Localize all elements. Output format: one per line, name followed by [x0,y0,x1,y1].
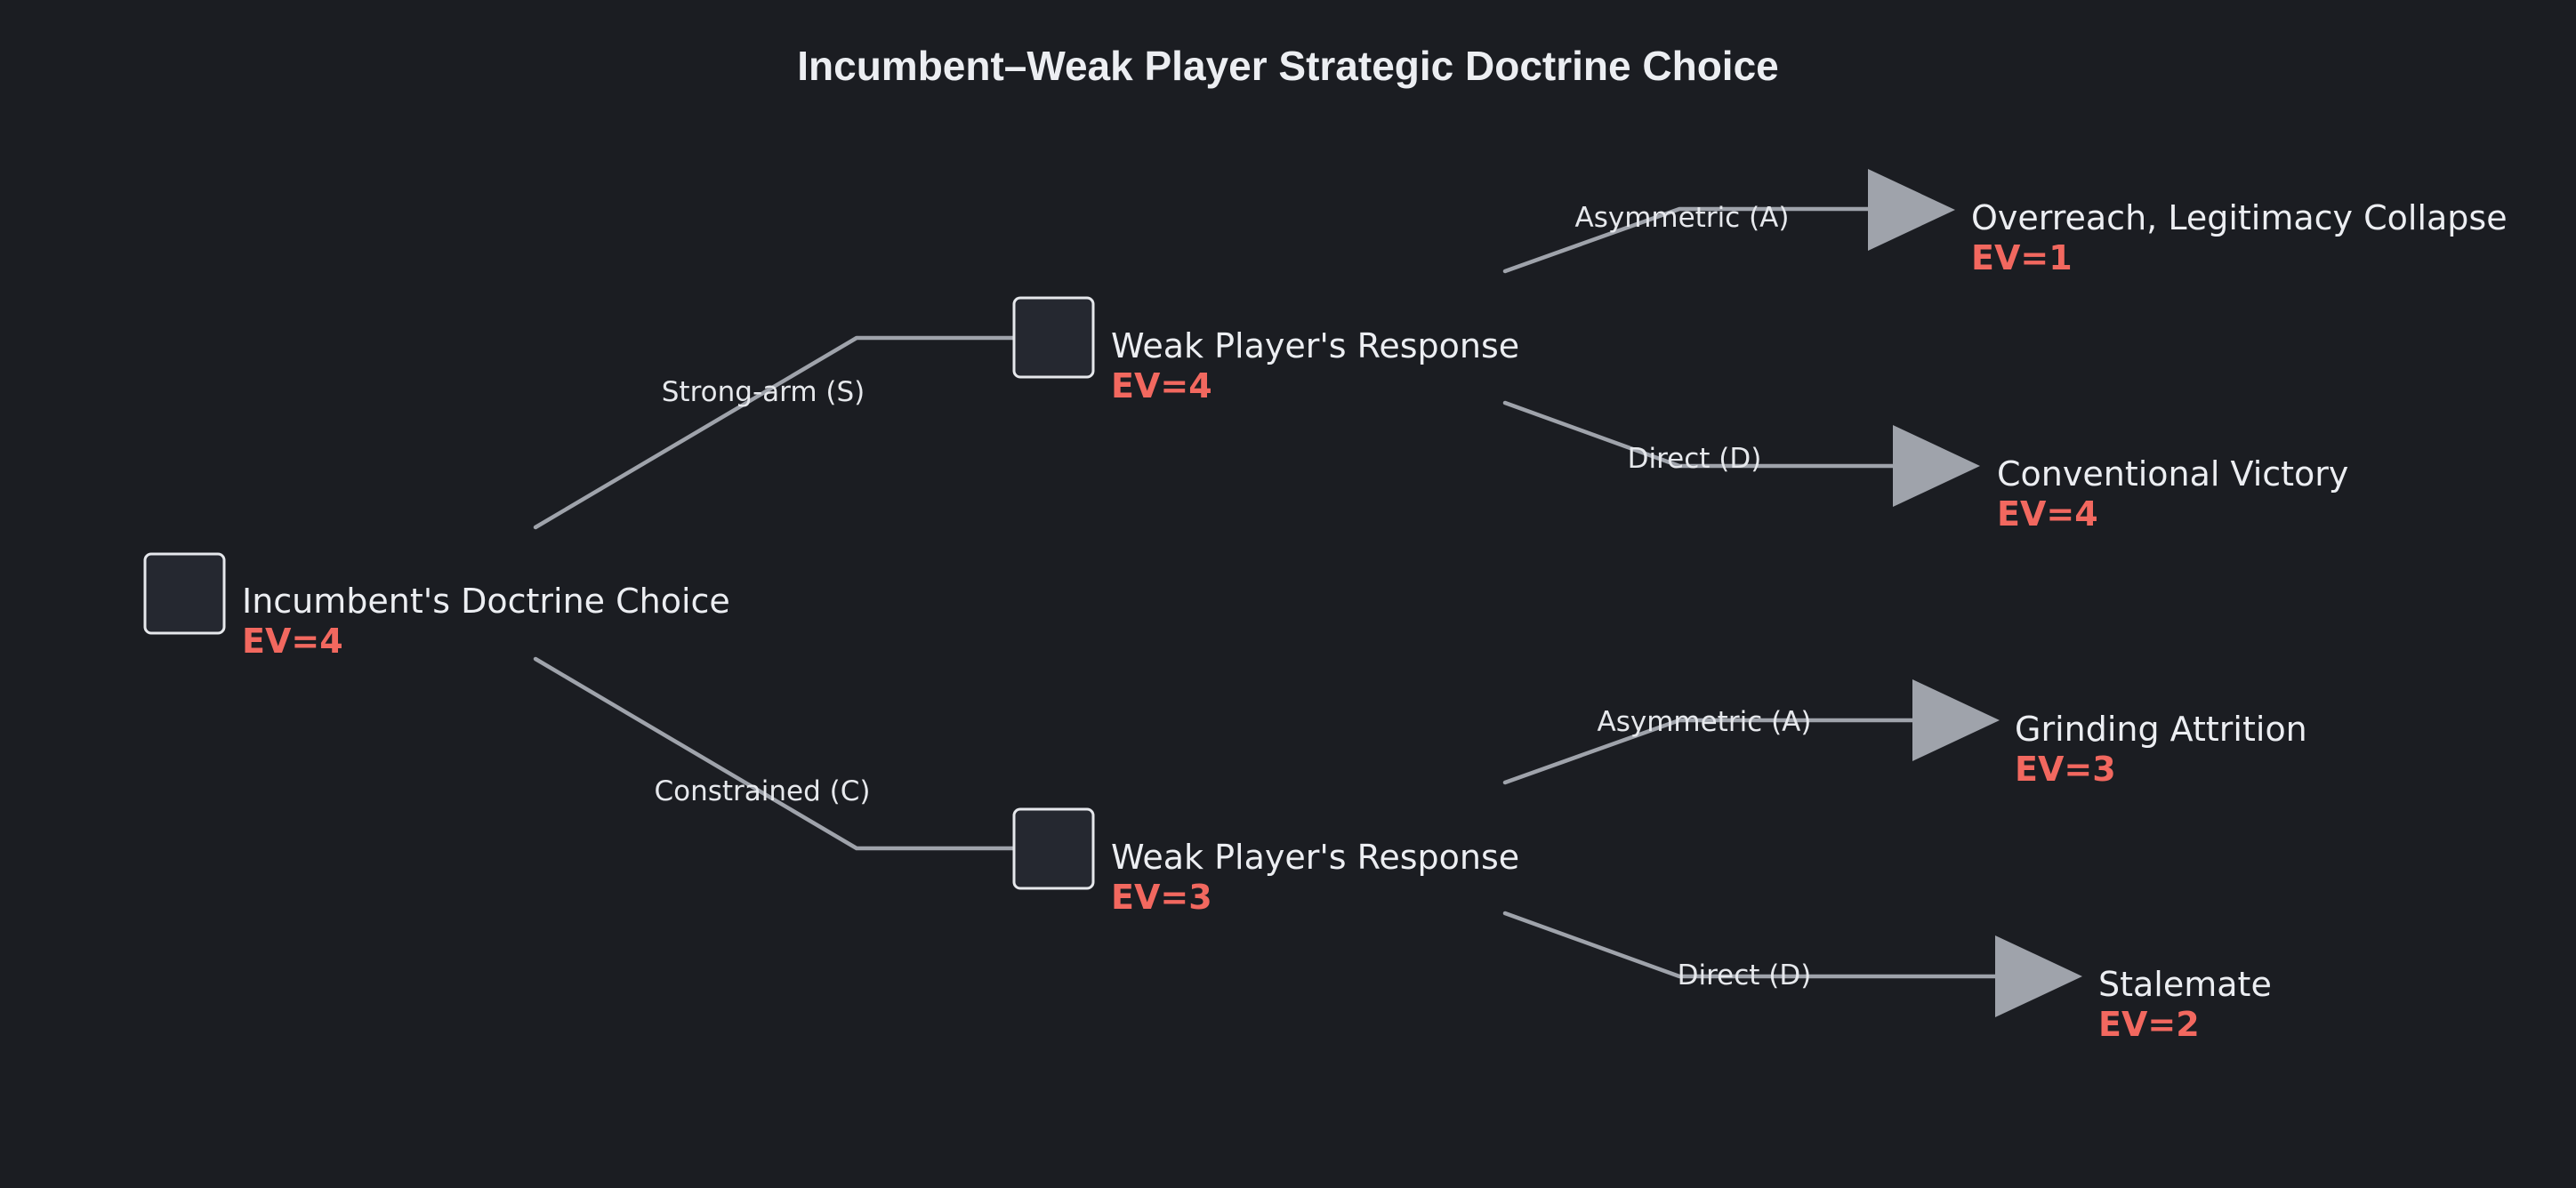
edge-strong-arm [533,335,1017,530]
outcome-label-overreach: Overreach, Legitimacy Collapse [1971,198,2508,237]
weak-player-response-node-constrained [1012,807,1095,890]
terminal-triangle-icon-conventional-victory [1893,425,1980,507]
edge-label-constrained: Constrained (C) [654,775,870,807]
root-node-label: Incumbent's Doctrine Choice [242,582,730,621]
edge-label-strong-arm: Strong-arm (S) [662,376,865,408]
terminal-triangle-icon-overreach [1868,169,1955,251]
outcome-ev-stalemate: EV=2 [2098,1005,2200,1044]
root-node-ev: EV=4 [242,622,343,661]
weak-player-response-label-strong-arm: Weak Player's Response [1111,326,1519,365]
edge-constrained [533,656,1017,851]
edge-s-direct [1502,400,1896,469]
outcome-ev-grinding-attrition: EV=3 [2015,750,2116,789]
outcome-label-grinding-attrition: Grinding Attrition [2015,710,2307,749]
outcome-ev-overreach: EV=1 [1971,238,2073,277]
diagram-title: Incumbent–Weak Player Strategic Doctrine… [797,43,1779,89]
edge-c-asymmetric [1502,718,1915,785]
outcome-ev-conventional-victory: EV=4 [1997,494,2098,534]
edge-label-c-asymmetric: Asymmetric (A) [1598,706,1812,738]
terminal-triangle-icon-grinding-attrition [1912,679,2000,761]
terminal-triangle-icon-stalemate [1995,935,2082,1017]
edge-label-c-direct: Direct (D) [1678,959,1812,991]
weak-player-response-label-constrained: Weak Player's Response [1111,838,1519,877]
edge-label-s-asymmetric: Asymmetric (A) [1575,202,1790,234]
edge-label-s-direct: Direct (D) [1628,443,1762,475]
weak-player-response-ev-constrained: EV=3 [1111,878,1212,917]
outcome-label-stalemate: Stalemate [2098,965,2272,1004]
root-decision-node [143,552,226,635]
edge-s-asymmetric [1502,206,1871,274]
edge-c-direct [1502,911,1998,979]
weak-player-response-ev-strong-arm: EV=4 [1111,366,1212,405]
weak-player-response-node-strong-arm [1012,296,1095,379]
outcome-label-conventional-victory: Conventional Victory [1997,454,2348,494]
